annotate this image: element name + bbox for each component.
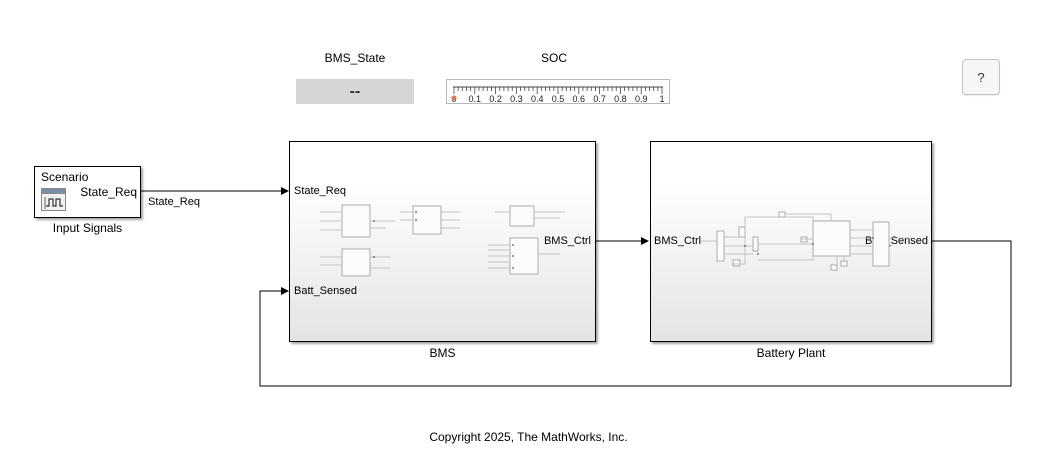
wire-batt-sensed[interactable] bbox=[259, 240, 1012, 387]
battery-plant-label: Battery Plant bbox=[756, 346, 826, 360]
input-signals-label: Input Signals bbox=[52, 221, 123, 235]
battery-plant-subsystem-block[interactable]: BMS_Ctrl Batt_Sensed bbox=[650, 141, 932, 342]
copyright-text: Copyright 2025, The MathWorks, Inc. bbox=[429, 430, 628, 444]
bms-out-port-bms-ctrl: BMS_Ctrl bbox=[543, 235, 591, 247]
soc-tick-label: 0.2 bbox=[489, 94, 502, 103]
battery-plant-internal-preview bbox=[701, 211, 913, 271]
signal-editor-icon bbox=[41, 188, 66, 211]
bms-in-port-state-req: State_Req bbox=[294, 185, 346, 197]
soc-tick-label: 0.6 bbox=[573, 94, 586, 103]
soc-tick-label: 0.1 bbox=[469, 94, 482, 103]
bms-subsystem-block[interactable]: State_Req Batt_Sensed BMS_Ctrl bbox=[289, 141, 596, 342]
soc-tick-label: 0.9 bbox=[635, 94, 648, 103]
soc-tick-label: 0.5 bbox=[552, 94, 565, 103]
bms-state-display[interactable]: -- bbox=[296, 79, 414, 104]
soc-tick-label: 0.8 bbox=[614, 94, 627, 103]
bms-label: BMS bbox=[429, 346, 456, 360]
soc-tick-label: 0.7 bbox=[593, 94, 606, 103]
soc-tick-label: 1 bbox=[659, 94, 664, 103]
help-button-label: ? bbox=[977, 69, 985, 85]
soc-linear-gauge[interactable]: 00.10.20.30.40.50.60.70.80.91 bbox=[446, 79, 670, 104]
soc-needle-marker bbox=[451, 95, 457, 101]
scenario-label: Scenario bbox=[41, 170, 89, 184]
state-req-signal-label: State_Req bbox=[148, 196, 200, 208]
bms-state-value: -- bbox=[349, 82, 361, 100]
bms-internal-preview bbox=[320, 204, 565, 277]
battery-plant-in-port-bms-ctrl: BMS_Ctrl bbox=[654, 235, 702, 247]
input-signals-output-port: State_Req bbox=[80, 185, 137, 199]
soc-tick-label: 0.4 bbox=[531, 94, 544, 103]
bms-in-port-batt-sensed: Batt_Sensed bbox=[294, 285, 357, 297]
input-signals-block[interactable]: Scenario State_Req bbox=[34, 166, 141, 218]
soc-gauge-scale: 00.10.20.30.40.50.60.70.80.91 bbox=[451, 86, 665, 103]
help-button[interactable]: ? bbox=[962, 59, 1000, 95]
soc-title: SOC bbox=[540, 51, 567, 65]
bms-state-title: BMS_State bbox=[324, 51, 386, 65]
soc-tick-label: 0.3 bbox=[510, 94, 523, 103]
